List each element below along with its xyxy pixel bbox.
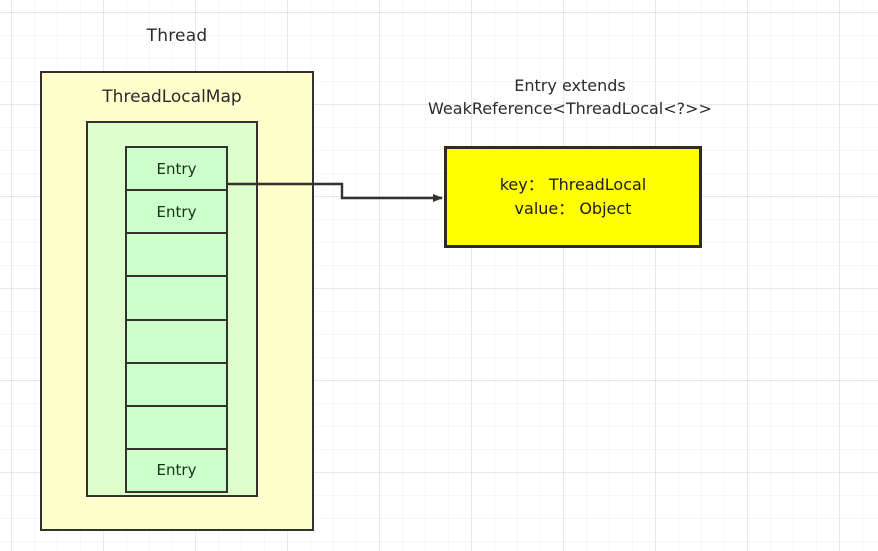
entry-cell[interactable]: Entry xyxy=(125,146,228,191)
entry-cell[interactable] xyxy=(125,233,228,277)
entry-cell[interactable]: Entry xyxy=(125,448,228,493)
entry-table: Entry Entry Entry xyxy=(125,146,228,493)
entry-cell[interactable] xyxy=(125,362,228,406)
entry-detail-caption-line2: WeakReference<ThreadLocal<?>> xyxy=(428,99,712,118)
entry-cell[interactable] xyxy=(125,276,228,320)
thread-label: Thread xyxy=(146,26,208,46)
entry-value-line: value： Object xyxy=(514,199,632,218)
entry-detail-caption-line1: Entry extends xyxy=(514,76,626,95)
entry-detail-caption: Entry extends WeakReference<ThreadLocal<… xyxy=(390,74,750,120)
entry-cell[interactable] xyxy=(125,405,228,449)
thread-local-map-label: ThreadLocalMap xyxy=(102,87,242,107)
entry-key-line: key： ThreadLocal xyxy=(499,175,647,194)
entry-cell[interactable]: Entry xyxy=(125,190,228,234)
entry-cell[interactable] xyxy=(125,319,228,363)
entry-detail-box[interactable]: key： ThreadLocal value： Object xyxy=(444,146,702,248)
